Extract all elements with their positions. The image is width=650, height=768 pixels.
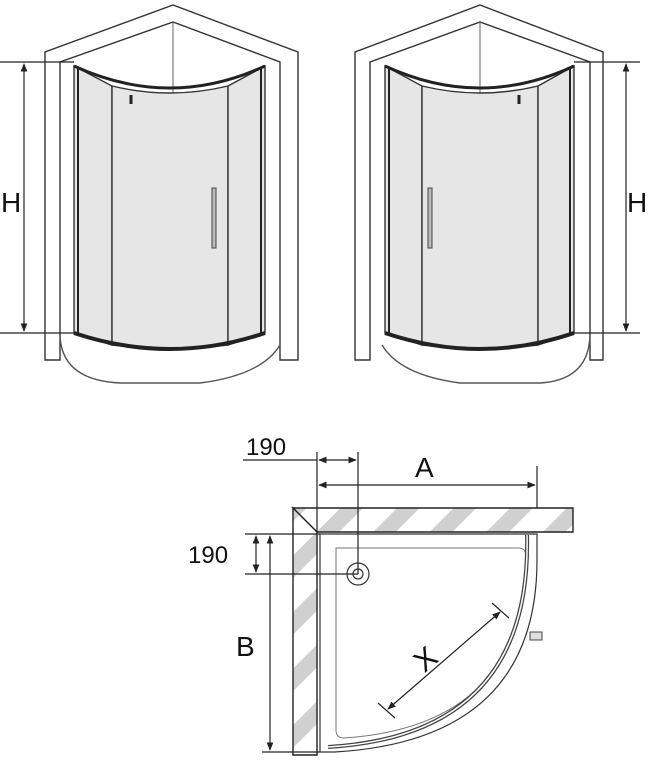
right-door-handle <box>427 187 433 249</box>
left-height-label: H <box>1 187 21 218</box>
plan-wall-left <box>292 506 318 756</box>
left-enclosure-view <box>44 4 299 384</box>
left-height-dimension <box>0 61 74 334</box>
right-glass-panels <box>384 64 575 350</box>
right-enclosure-view <box>354 4 604 384</box>
right-tray-base <box>381 332 591 384</box>
left-tray-base <box>59 332 281 384</box>
plan-dimension-lines <box>243 452 538 753</box>
right-height-dimension <box>574 61 640 334</box>
right-room-wall-outline <box>354 4 604 361</box>
plan-wall-top <box>291 507 574 533</box>
plan-depth-label: B <box>236 631 255 662</box>
plan-offset-side-label: 190 <box>188 542 228 569</box>
left-door-handle <box>211 187 217 249</box>
left-room-wall-outline <box>44 4 299 361</box>
plan-view <box>291 506 574 756</box>
plan-door-handle <box>529 631 543 641</box>
plan-width-label: A <box>415 452 434 483</box>
plan-offset-top-label: 190 <box>246 434 286 461</box>
left-glass-panels <box>73 64 266 350</box>
right-height-label: H <box>627 187 647 218</box>
